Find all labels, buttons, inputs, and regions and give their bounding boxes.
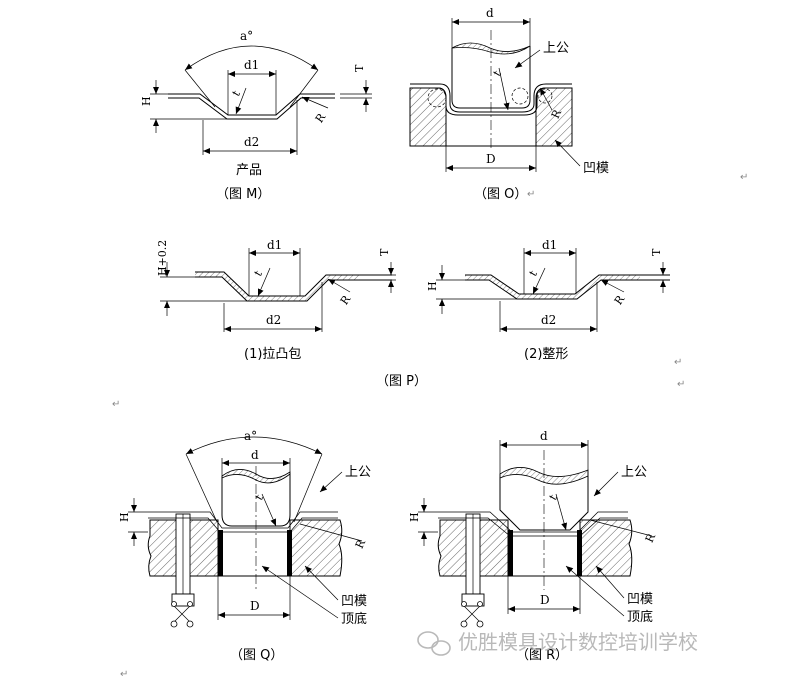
r-die-right [579, 519, 633, 577]
o-punch-leader [514, 49, 541, 69]
svg-text:↵: ↵ [740, 172, 748, 183]
m-r-leader [301, 96, 329, 109]
watermark: 优胜模具设计数控培训学校 [417, 630, 698, 656]
r-punch [499, 472, 589, 531]
q-D-label: D [250, 599, 260, 613]
q-ejector-label: 顶底 [341, 611, 367, 627]
m-product-label: 产品 [236, 163, 262, 178]
o-caption: （图 O） [474, 187, 527, 202]
m-angle-arc [184, 45, 319, 71]
m-t-leader [235, 87, 247, 115]
o-d-label: d [486, 6, 494, 20]
q-angle-label: a° [244, 429, 257, 443]
o-sheet-bottom [410, 87, 547, 116]
p-caption: （图 P） [376, 374, 427, 389]
figure-q: a° d t H D 上公 R 凹模 顶底 （图 Q） ↵ [118, 429, 371, 680]
svg-text:↵: ↵ [527, 189, 535, 200]
svg-text:↵: ↵ [677, 379, 685, 390]
p1-d2-label: d2 [266, 313, 281, 327]
m-angle-ext-right [289, 69, 319, 108]
o-D-label: D [486, 152, 496, 166]
q-punch-label: 上公 [345, 465, 371, 480]
q-caption: （图 Q） [230, 648, 283, 663]
p2-d1-label: d1 [542, 238, 557, 252]
r-D-label: D [540, 593, 550, 607]
q-die-right [289, 519, 343, 577]
svg-text:↵: ↵ [674, 357, 682, 368]
r-punch-label: 上公 [621, 465, 647, 480]
r-r-label: R [643, 531, 659, 545]
p1-h-label: H+0.2 [156, 240, 169, 276]
p1-d1-label: d1 [267, 238, 282, 252]
r-sheet-top [438, 511, 628, 533]
figure-m: a° d1 t d2 H T R 产品 （图 M） [140, 29, 372, 202]
o-t-label: t [490, 68, 504, 79]
watermark-text: 优胜模具设计数控培训学校 [458, 630, 698, 654]
svg-text:↵: ↵ [120, 669, 128, 680]
q-d-label: d [251, 448, 259, 462]
m-angle-label: a° [240, 29, 253, 43]
m-angle-ext-left [184, 69, 216, 108]
q-r-label: R [353, 537, 369, 551]
m-r-label: R [313, 110, 329, 125]
q-die-label: 凹模 [341, 594, 367, 609]
q-angle-arc [185, 436, 323, 455]
o-punch-label: 上公 [543, 41, 569, 56]
o-die-leader [554, 139, 581, 167]
o-die-label: 凹模 [583, 161, 609, 176]
figure-p2: d1 t d2 H T R (2)整形 ↵ [426, 238, 682, 368]
p1-t-label: t [251, 268, 265, 279]
figure-p1: d1 t d2 H+0.2 T R (1)拉凸包 [156, 238, 396, 362]
m-T-label: T [353, 64, 366, 72]
m-d1-label: d1 [244, 58, 259, 72]
q-h-label: H [118, 512, 131, 522]
wechat-icon [417, 631, 451, 656]
r-caption: （图 R） [516, 648, 568, 663]
r-d-label: d [540, 429, 548, 443]
m-sheet-bottom [168, 97, 335, 120]
r-t-label: t [546, 492, 560, 503]
q-sheet-top [148, 511, 338, 529]
p1-caption: (1)拉凸包 [244, 347, 301, 362]
p1-r-label: R [338, 292, 354, 307]
p2-h-label: H [426, 281, 439, 291]
p2-caption: (2)整形 [524, 347, 568, 362]
m-t-label: t [229, 88, 243, 99]
r-ejector-label: 顶底 [627, 609, 653, 625]
figure-r: d t H D 上公 R 凹模 顶底 （图 R） [408, 429, 658, 663]
r-die-label: 凹模 [627, 592, 653, 607]
m-sheet-top [168, 93, 335, 116]
m-d2-label: d2 [244, 135, 259, 149]
svg-text:↵: ↵ [112, 399, 120, 410]
p2-r-label: R [612, 292, 628, 307]
m-h-label: H [140, 96, 153, 106]
p1-T-label: T [378, 248, 391, 256]
p2-d2-label: d2 [541, 313, 556, 327]
q-t-label: t [252, 492, 266, 503]
p2-t-label: t [526, 268, 540, 279]
figure-o: d D t 上公 R 凹模 （图 O） ↵ ↵ [409, 6, 748, 202]
o-die-left [409, 87, 447, 147]
m-caption: （图 M） [216, 187, 270, 202]
r-h-label: H [408, 512, 421, 522]
p2-T-label: T [650, 248, 663, 256]
